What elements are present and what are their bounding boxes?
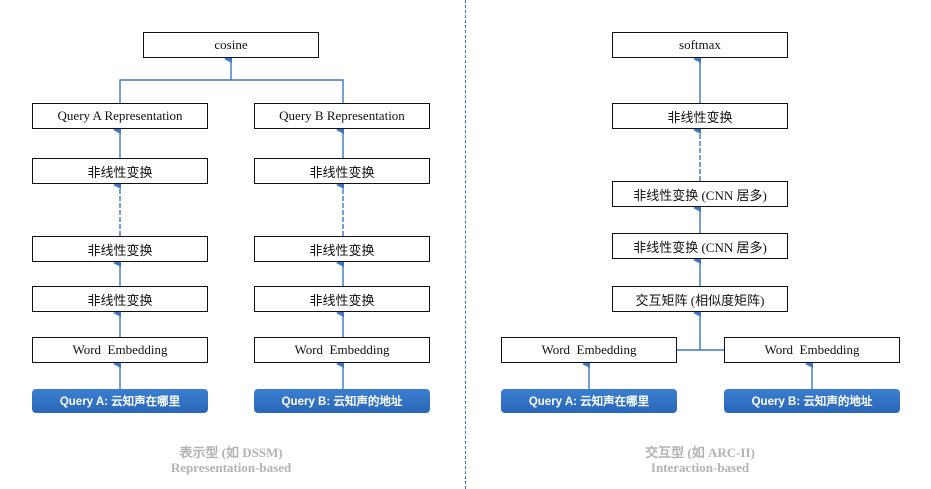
query-b-input-right: Query B: 云知声的地址 bbox=[724, 389, 900, 413]
representation-caption-en: Representation-based bbox=[170, 460, 292, 475]
query-b-representation-node: Query B Representation bbox=[254, 103, 430, 129]
b-word-embedding-node: Word Embedding bbox=[254, 337, 430, 363]
query-a-input: Query A: 云知声在哪里 bbox=[32, 389, 208, 413]
nonlinear-node: 非线性变换 bbox=[612, 103, 788, 129]
b-nonlinear-node-1: 非线性变换 bbox=[254, 286, 430, 312]
softmax-node: softmax bbox=[612, 32, 788, 58]
a-word-embedding-node: Word Embedding bbox=[32, 337, 208, 363]
panel-divider bbox=[465, 0, 466, 489]
a-nonlinear-node-3: 非线性变换 bbox=[32, 158, 208, 184]
query-a-representation-node: Query A Representation bbox=[32, 103, 208, 129]
a-nonlinear-node-2: 非线性变换 bbox=[32, 236, 208, 262]
interaction-caption-cn: 交互型 (如 ARC-II) bbox=[645, 445, 755, 460]
b-nonlinear-node-3: 非线性变换 bbox=[254, 158, 430, 184]
b-nonlinear-node-2: 非线性变换 bbox=[254, 236, 430, 262]
a-word-embedding-node-right: Word Embedding bbox=[501, 337, 677, 363]
a-nonlinear-node-1: 非线性变换 bbox=[32, 286, 208, 312]
b-word-embedding-node-right: Word Embedding bbox=[724, 337, 900, 363]
query-b-input: Query B: 云知声的地址 bbox=[254, 389, 430, 413]
cosine-node: cosine bbox=[143, 32, 319, 58]
interaction-matrix-node: 交互矩阵 (相似度矩阵) bbox=[612, 286, 788, 312]
cnn-nonlinear-node-1: 非线性变换 (CNN 居多) bbox=[612, 233, 788, 259]
cnn-nonlinear-node-2: 非线性变换 (CNN 居多) bbox=[612, 181, 788, 207]
representation-caption-cn: 表示型 (如 DSSM) bbox=[179, 445, 283, 460]
query-a-input-right: Query A: 云知声在哪里 bbox=[501, 389, 677, 413]
interaction-caption-en: Interaction-based bbox=[650, 460, 750, 475]
